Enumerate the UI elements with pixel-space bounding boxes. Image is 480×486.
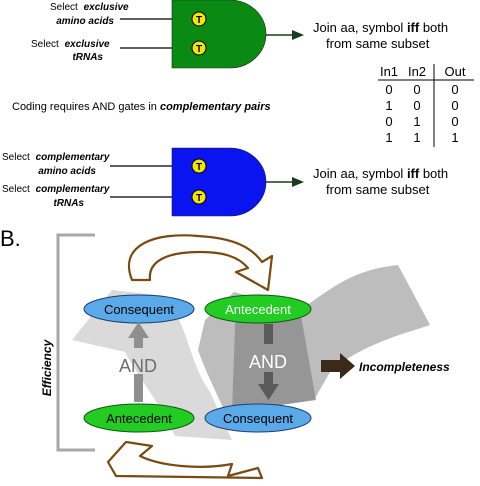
right-and-arrow-shaft bbox=[264, 372, 273, 386]
gate1-input1-sublabel: amino acids bbox=[56, 16, 114, 27]
gate2-output-line1: Join aa, symbol iff both bbox=[313, 166, 448, 181]
truth-table-cell: 0 bbox=[451, 114, 458, 129]
left-grey-band bbox=[72, 290, 232, 440]
bottom-cycle-arrow-icon bbox=[106, 440, 264, 480]
antecedent-node-top-right-label: Antecedent bbox=[225, 302, 291, 317]
gate1-token1-icon bbox=[191, 11, 207, 27]
truth-table: In1 In2 Out 0 0 0 1 0 0 0 1 0 1 1 1 bbox=[378, 64, 474, 147]
truth-table-cell: 0 bbox=[451, 98, 458, 113]
truth-table-cell: 1 bbox=[385, 98, 392, 113]
truth-table-header-in1: In1 bbox=[380, 64, 398, 79]
complementary-pairs-caption: Coding requires AND gates in complementa… bbox=[12, 101, 271, 113]
gate1-output-arrowhead bbox=[292, 30, 304, 40]
incompleteness-arrow-icon bbox=[321, 353, 355, 379]
section-b-label: B. bbox=[0, 226, 21, 251]
gate-1-group: Select exclusive amino acids Select excl… bbox=[31, 0, 448, 69]
truth-table-cell: 0 bbox=[385, 82, 392, 97]
truth-table-cell: 1 bbox=[413, 114, 420, 129]
left-and-arrow-up-icon bbox=[128, 322, 149, 338]
right-and-arrow-stem bbox=[264, 324, 273, 344]
efficiency-bracket bbox=[56, 233, 95, 452]
gate1-token1-label: T bbox=[196, 15, 202, 26]
gate2-input1-sublabel: amino acids bbox=[38, 166, 96, 177]
right-and-label: AND bbox=[249, 352, 287, 372]
gate2-token1-label: T bbox=[196, 162, 202, 173]
gate2-token2-icon bbox=[191, 189, 207, 205]
consequent-node-top-left-label: Consequent bbox=[104, 302, 174, 317]
antecedent-node-top-right bbox=[204, 294, 312, 324]
left-and-label: AND bbox=[119, 356, 157, 376]
truth-table-cell: 0 bbox=[413, 98, 420, 113]
truth-table-header-in2: In2 bbox=[408, 64, 426, 79]
left-and-arrow-shaft bbox=[134, 374, 143, 402]
gate1-output-line1: Join aa, symbol iff both bbox=[313, 20, 448, 35]
truth-table-cell: 1 bbox=[385, 130, 392, 145]
gate1-output-line2: from same subset bbox=[326, 36, 430, 51]
gate2-output-line2: from same subset bbox=[326, 182, 430, 197]
truth-table-header-out: Out bbox=[445, 64, 466, 79]
gate2-input2-sublabel: tRNAs bbox=[53, 198, 84, 209]
gate2-input2-label: Select complementary bbox=[2, 184, 110, 195]
gate1-input2-sublabel: tRNAs bbox=[72, 52, 103, 63]
consequent-node-bottom-right-label: Consequent bbox=[223, 411, 293, 426]
gate2-token2-label: T bbox=[196, 193, 202, 204]
truth-table-cell: 1 bbox=[413, 130, 420, 145]
efficiency-label: Efficiency bbox=[40, 338, 54, 396]
left-and-arrow-stem bbox=[134, 336, 143, 348]
gate1-input2-label: Select exclusive bbox=[31, 39, 110, 50]
antecedent-node-bottom-left-label: Antecedent bbox=[106, 411, 172, 426]
incompleteness-label: Incompleteness bbox=[359, 360, 450, 374]
truth-table-cell: 0 bbox=[451, 82, 458, 97]
consequent-node-bottom-right bbox=[204, 403, 312, 433]
top-cycle-arrow-icon bbox=[128, 234, 274, 292]
right-and-arrow-down-icon bbox=[258, 384, 279, 400]
gate1-token2-label: T bbox=[196, 44, 202, 55]
gate1-and-body bbox=[171, 0, 267, 69]
gate-2-group: Select complementary amino acids Select … bbox=[2, 147, 448, 217]
gate2-output-arrowhead bbox=[292, 177, 304, 187]
right-dark-band bbox=[232, 300, 316, 412]
gate1-token2-icon bbox=[191, 40, 207, 56]
truth-table-cell: 0 bbox=[413, 82, 420, 97]
gate2-token1-icon bbox=[191, 158, 207, 174]
gate2-input1-label: Select complementary bbox=[2, 152, 110, 163]
gate2-and-body bbox=[171, 147, 267, 217]
gate1-input1-label: Select exclusive bbox=[50, 2, 129, 13]
antecedent-node-bottom-left bbox=[83, 403, 195, 433]
truth-table-cell: 0 bbox=[385, 114, 392, 129]
truth-table-cell: 1 bbox=[451, 130, 458, 145]
